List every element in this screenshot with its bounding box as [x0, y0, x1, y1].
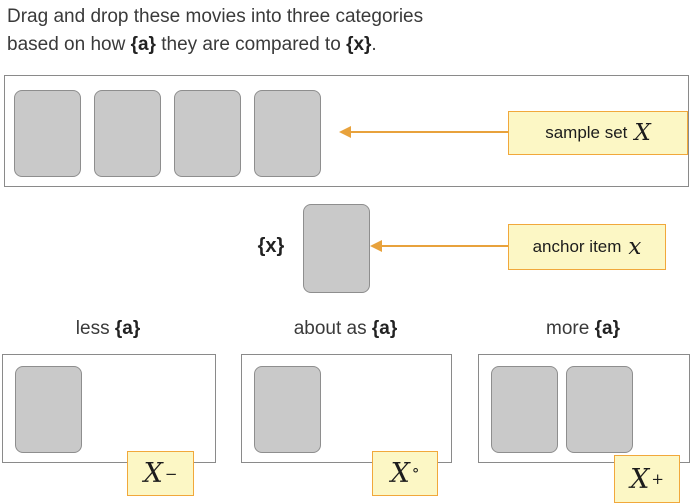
movie-card[interactable] [566, 366, 633, 453]
category-heading-more: more {a} [546, 318, 620, 339]
sample-set-arrowhead-icon [339, 126, 351, 138]
sample-set-arrow [350, 131, 508, 133]
instruction-line-2: based on how {a} they are compared to {x… [7, 34, 377, 55]
badge-x-ring: X° [372, 451, 438, 496]
movie-card[interactable] [254, 90, 321, 177]
anchor-item-card [303, 204, 370, 293]
movie-card[interactable] [491, 366, 558, 453]
anchor-item-annotation: anchor item x [508, 224, 666, 270]
movie-card[interactable] [15, 366, 82, 453]
instruction-line-1: Drag and drop these movies into three ca… [7, 6, 424, 27]
category-heading-about-as: about as {a} [293, 318, 398, 339]
anchor-annotation-text: anchor item [532, 237, 622, 256]
attribute-placeholder: {a} [130, 34, 156, 55]
badge-x-minus: X− [127, 451, 194, 496]
category-heading-less: less {a} [75, 318, 141, 339]
anchor-arrow [381, 245, 508, 247]
anchor-tag-label: {x} [257, 235, 285, 257]
sample-set-annotation: sample set X [508, 111, 688, 155]
sample-set-annotation-text: sample set [545, 123, 628, 142]
anchor-placeholder: {x} [346, 34, 372, 55]
anchor-symbol: x [628, 233, 642, 260]
drop-zone-more[interactable] [478, 354, 690, 463]
task-instructions: Drag and drop these movies into three ca… [7, 3, 647, 59]
badge-x-plus: X+ [614, 455, 680, 503]
sample-set-symbol: X [634, 119, 651, 146]
movie-card[interactable] [14, 90, 81, 177]
drop-zone-about-as[interactable] [241, 354, 452, 463]
movie-card[interactable] [94, 90, 161, 177]
drop-zone-less[interactable] [2, 354, 216, 463]
anchor-arrowhead-icon [370, 240, 382, 252]
movie-card[interactable] [254, 366, 321, 453]
movie-card[interactable] [174, 90, 241, 177]
